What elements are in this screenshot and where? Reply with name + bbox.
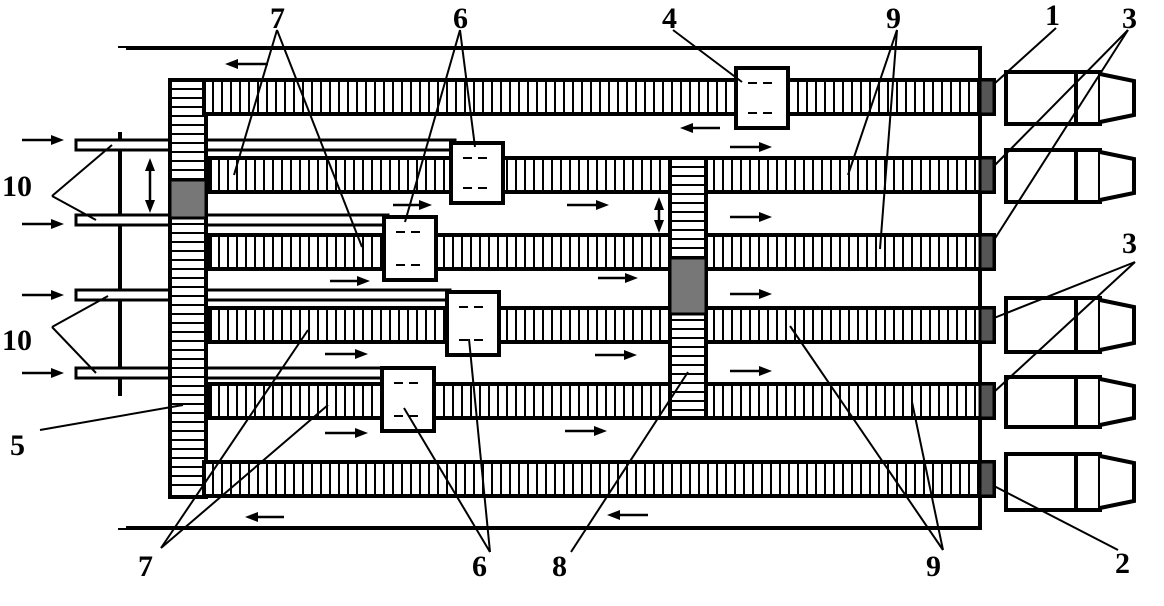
truck-1 <box>1004 70 1136 126</box>
flow-arrow <box>245 512 284 522</box>
belt-row-3 <box>208 306 996 344</box>
flow-arrow <box>393 200 432 210</box>
label-2: 2 <box>1115 547 1130 580</box>
flow-arrow <box>225 59 268 69</box>
leader-line <box>993 27 1057 85</box>
leader-line <box>993 485 1119 551</box>
leader-line <box>403 407 491 553</box>
leader-line <box>570 371 689 553</box>
flow-arrow <box>730 212 772 222</box>
belt-top-return <box>202 78 996 116</box>
leader-line <box>468 338 491 553</box>
label-7-bottom: 7 <box>138 550 153 583</box>
leader-line <box>879 29 898 250</box>
transfer-unit-6-a <box>449 141 505 205</box>
flow-arrow <box>595 350 637 360</box>
leader-line <box>847 29 898 176</box>
feed-pipe-1 <box>74 138 457 152</box>
label-8: 8 <box>552 550 567 583</box>
label-5: 5 <box>10 429 25 462</box>
flow-arrow <box>680 123 720 133</box>
truck-4 <box>1004 375 1136 429</box>
leader-line <box>51 295 109 328</box>
label-1: 1 <box>1045 0 1060 32</box>
label-9-top: 9 <box>886 2 901 35</box>
flow-arrow <box>325 428 368 438</box>
double-arrow <box>145 158 155 213</box>
leader-line <box>160 404 329 549</box>
truck-2 <box>1004 148 1136 204</box>
leader-line <box>993 261 1136 393</box>
belt-row-4 <box>208 382 996 420</box>
label-4: 4 <box>662 2 677 35</box>
end-stop <box>978 233 996 271</box>
end-stop <box>978 306 996 344</box>
trucks-group <box>1004 70 1136 512</box>
transfer-conveyors-group <box>668 156 708 420</box>
transfer-unit-6-d <box>380 366 436 433</box>
leader-line <box>51 195 97 221</box>
flow-arrow <box>730 366 772 376</box>
label-10-bottom: 10 <box>2 324 32 357</box>
flow-arrow <box>565 426 607 436</box>
leader-lines-group <box>39 27 1136 553</box>
flow-arrow <box>730 289 772 299</box>
transfer-unit-4 <box>734 66 790 130</box>
label-6-bottom: 6 <box>472 550 487 583</box>
end-stop <box>978 460 996 498</box>
transfer-unit-6-b <box>382 215 438 282</box>
flow-arrows-group <box>22 59 772 522</box>
leader-line <box>672 29 743 83</box>
end-stop <box>978 78 996 116</box>
belt-row-2 <box>208 233 996 271</box>
flow-arrow <box>567 200 609 210</box>
flow-arrow <box>607 510 648 520</box>
transfer-units-group <box>380 66 790 433</box>
label-6-top: 6 <box>453 2 468 35</box>
leader-line <box>160 329 309 549</box>
label-10-top: 10 <box>2 170 32 203</box>
shaded-carriage-middle <box>668 256 708 316</box>
leader-line <box>789 325 944 551</box>
truck-3 <box>1004 296 1136 354</box>
label-3-mid: 3 <box>1122 227 1137 260</box>
label-9-bottom: 9 <box>926 550 941 583</box>
flow-arrow <box>598 273 638 283</box>
leader-line <box>993 29 1129 241</box>
leader-line <box>404 29 461 223</box>
feed-pipe-3 <box>74 288 452 302</box>
leader-line <box>276 29 363 248</box>
shaded-carriage-left <box>168 178 208 220</box>
collector-belt-left <box>168 78 208 499</box>
flow-arrow <box>22 135 64 145</box>
truck-5 <box>1004 452 1136 512</box>
belt-bottom-return <box>202 460 996 498</box>
feed-pipe-2 <box>74 213 390 227</box>
outer-frame <box>118 46 982 530</box>
label-7-top: 7 <box>270 2 285 35</box>
flow-arrow <box>330 276 370 286</box>
flow-arrow <box>22 290 64 300</box>
leader-line <box>993 29 1129 167</box>
leader-line <box>911 401 944 551</box>
leader-line <box>233 29 278 176</box>
flow-arrow <box>22 368 64 378</box>
end-stop <box>978 382 996 420</box>
leader-line <box>39 404 184 431</box>
leader-line <box>993 261 1136 319</box>
feed-pipe-4 <box>74 366 388 380</box>
double-arrow <box>654 197 664 233</box>
flow-arrow <box>22 219 64 229</box>
leader-line <box>51 326 97 374</box>
end-stop <box>978 156 996 194</box>
leader-line <box>459 29 476 148</box>
flow-arrow <box>325 349 368 359</box>
transfer-unit-6-c <box>445 290 501 357</box>
label-3-top: 3 <box>1122 2 1137 35</box>
belt-row-1 <box>208 156 996 194</box>
leader-line <box>51 144 113 197</box>
flow-arrow <box>730 142 772 152</box>
